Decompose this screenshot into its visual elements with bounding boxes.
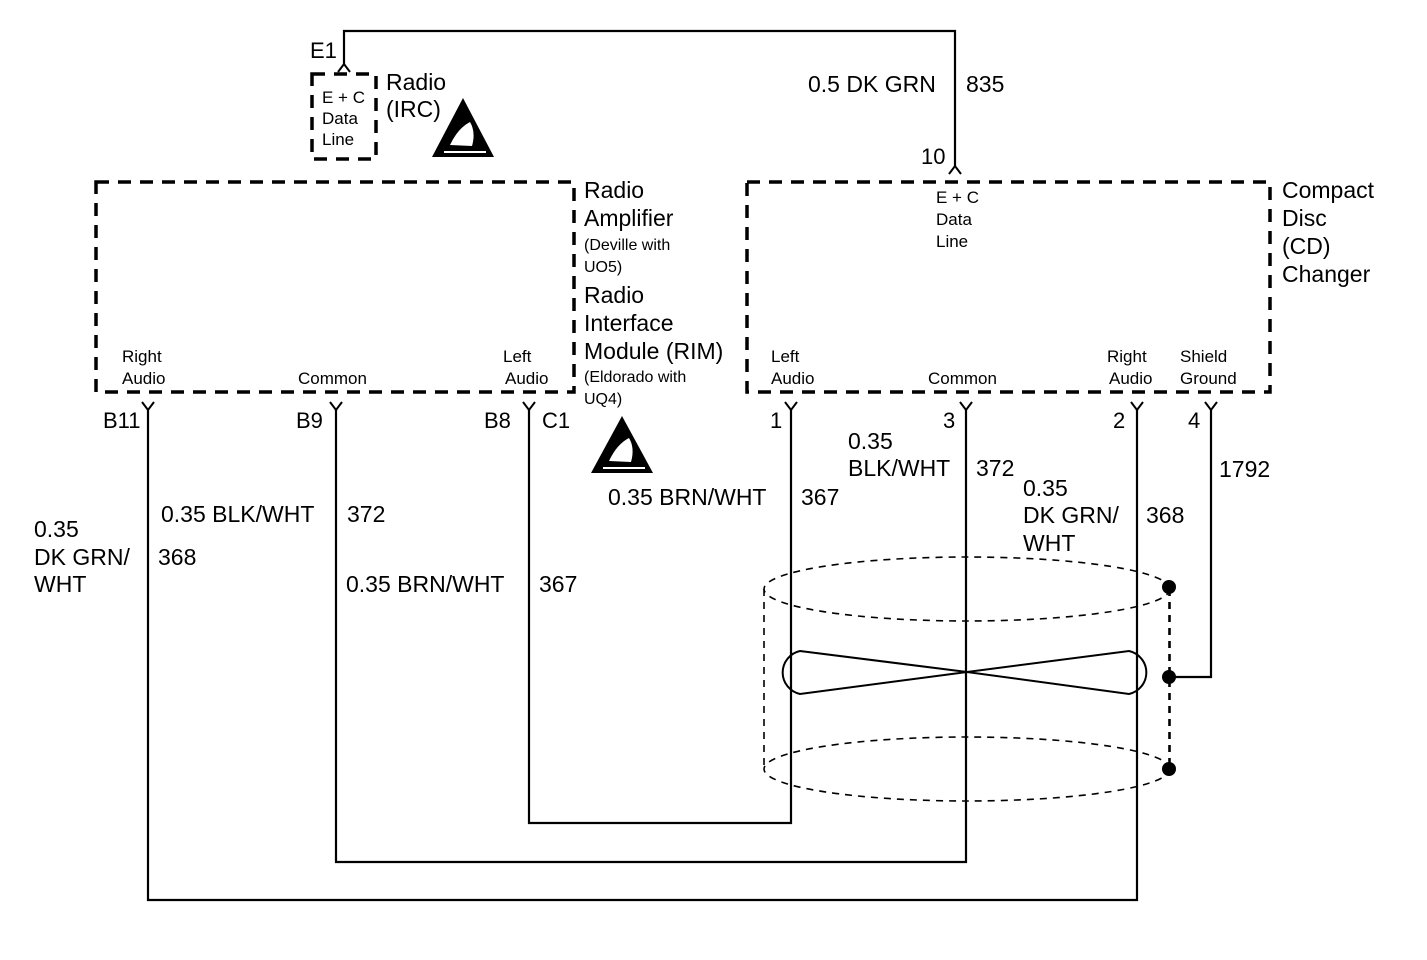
cd-title-4: Changer	[1282, 261, 1371, 287]
wire-835	[342, 29, 957, 166]
amp-note-2: UO5)	[584, 259, 622, 276]
rim-title-2: Interface	[584, 310, 674, 336]
wire-835-color: 0.5 DK GRN	[808, 71, 936, 97]
amp-left-audio-1: Left	[503, 347, 532, 366]
w1792-circuit: 1792	[1219, 456, 1270, 482]
pin-10-chevron	[948, 164, 962, 175]
wire-1792	[1169, 410, 1213, 679]
pin-4: 4	[1188, 408, 1200, 433]
esd-warning-icon	[591, 416, 653, 473]
amp-right-audio-2: Audio	[122, 369, 165, 388]
cd-data-line-2: Data	[936, 210, 972, 229]
pin-b9: B9	[296, 408, 323, 433]
radio-amplifier: Radio Amplifier (Deville with UO5) Radio…	[94, 177, 723, 473]
shielded-cable	[763, 556, 1176, 802]
w368-right-1: 0.35	[1023, 475, 1068, 501]
pin-2-chevron	[1130, 401, 1144, 412]
pin-b11: B11	[103, 408, 141, 433]
w372-right-circuit: 372	[976, 455, 1014, 481]
wire-labels: 0.35 DK GRN/ WHT 368 0.35 BLK/WHT 372 0.…	[34, 428, 1270, 597]
amp-title-2: Amplifier	[584, 205, 674, 231]
w367-left-circuit: 367	[539, 571, 577, 597]
connector-e1-pin	[337, 62, 351, 73]
w368-right-3: WHT	[1023, 530, 1075, 556]
amp-title-1: Radio	[584, 177, 644, 203]
w368-right-2: DK GRN/	[1023, 502, 1119, 528]
pin-10: 10	[921, 144, 945, 169]
esd-warning-icon	[432, 98, 494, 157]
pin-b8: B8	[484, 408, 511, 433]
amplifier-box	[94, 180, 576, 394]
wire-367	[527, 410, 793, 825]
radio-irc-title-2: (IRC)	[386, 96, 441, 122]
w372-right-1: 0.35	[848, 428, 893, 454]
rim-title-3: Module (RIM)	[584, 338, 723, 364]
cd-left-audio-1: Left	[771, 347, 800, 366]
cd-changer-box	[745, 180, 1272, 394]
pin-b11-chevron	[141, 401, 155, 412]
pin-b8-chevron	[522, 401, 536, 412]
w372-left-circuit: 372	[347, 501, 385, 527]
shield-dot-bottom	[1162, 762, 1176, 776]
pin-b9-chevron	[329, 401, 343, 412]
w372-left-text: 0.35 BLK/WHT	[161, 501, 314, 527]
rim-note-2: UQ4)	[584, 391, 622, 408]
pin-1-chevron	[784, 401, 798, 412]
pin-c1: C1	[542, 408, 570, 433]
irc-data-line-3: Line	[322, 130, 354, 149]
w368-left-1: 0.35	[34, 516, 79, 542]
cd-left-audio-2: Audio	[771, 369, 814, 388]
shield-dot-top	[1162, 580, 1176, 594]
cd-changer: Compact Disc (CD) Changer E + C Data Lin…	[745, 177, 1375, 433]
w368-left-circuit: 368	[158, 544, 196, 570]
amp-left-audio-2: Audio	[505, 369, 548, 388]
wire-372	[334, 410, 968, 864]
pin-4-chevron	[1204, 401, 1218, 412]
w367-right-text: 0.35 BRN/WHT	[608, 484, 766, 510]
cd-data-line-3: Line	[936, 232, 968, 251]
shield-dot-mid	[1162, 670, 1176, 684]
cd-shield-2: Ground	[1180, 369, 1237, 388]
twist-symbol	[781, 649, 1148, 696]
rim-note-1: (Eldorado with	[584, 369, 686, 386]
pin-3-chevron	[959, 401, 973, 412]
cd-common-label: Common	[928, 369, 997, 388]
cd-data-line-1: E + C	[936, 188, 979, 207]
cd-title-1: Compact	[1282, 177, 1375, 203]
wire-835-circuit: 835	[966, 71, 1004, 97]
pin-2: 2	[1113, 408, 1125, 433]
cd-title-3: (CD)	[1282, 233, 1331, 259]
data-line-wire: 10 0.5 DK GRN 835	[342, 29, 1004, 175]
connector-e1-label: E1	[310, 38, 337, 63]
radio-irc-box	[310, 72, 378, 161]
w368-right-circuit: 368	[1146, 502, 1184, 528]
amp-note-1: (Deville with	[584, 237, 670, 254]
rim-title-1: Radio	[584, 282, 644, 308]
w367-right-circuit: 367	[801, 484, 839, 510]
cd-right-audio-1: Right	[1107, 347, 1147, 366]
cd-title-2: Disc	[1282, 205, 1327, 231]
pin-3: 3	[943, 408, 955, 433]
amp-common-label: Common	[298, 369, 367, 388]
radio-irc-title-1: Radio	[386, 69, 446, 95]
cd-shield-1: Shield	[1180, 347, 1227, 366]
pin-1: 1	[770, 408, 782, 433]
irc-data-line-2: Data	[322, 109, 358, 128]
irc-data-line-1: E + C	[322, 88, 365, 107]
w372-right-2: BLK/WHT	[848, 455, 950, 481]
w367-left-text: 0.35 BRN/WHT	[346, 571, 504, 597]
cd-right-audio-2: Audio	[1109, 369, 1152, 388]
radio-irc: E1 E + C Data Line Radio (IRC)	[310, 38, 494, 161]
amp-right-audio-1: Right	[122, 347, 162, 366]
w368-left-3: WHT	[34, 571, 86, 597]
w368-left-2: DK GRN/	[34, 544, 130, 570]
